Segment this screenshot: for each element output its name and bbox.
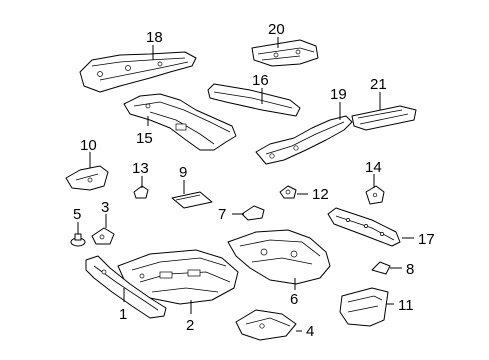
- part-7-bracket[interactable]: [241, 205, 265, 221]
- callout-12[interactable]: 12: [312, 186, 329, 203]
- part-5-bolt[interactable]: [70, 233, 86, 247]
- part-13-clip[interactable]: [133, 185, 149, 199]
- part-4-bracket[interactable]: [235, 309, 297, 341]
- callout-14[interactable]: 14: [365, 159, 382, 176]
- callout-3[interactable]: 3: [101, 199, 109, 216]
- part-9-pad[interactable]: [171, 191, 213, 209]
- callout-10[interactable]: 10: [80, 137, 97, 154]
- part-15-frame[interactable]: [123, 93, 237, 151]
- part-8-clip[interactable]: [371, 261, 391, 275]
- callout-15[interactable]: 15: [136, 130, 153, 147]
- part-17-crossmember[interactable]: [327, 207, 401, 247]
- callout-19[interactable]: 19: [330, 86, 347, 103]
- part-16-crossmember[interactable]: [207, 83, 301, 117]
- callout-20[interactable]: 20: [268, 21, 285, 38]
- callout-5[interactable]: 5: [73, 206, 81, 223]
- part-3-bracket[interactable]: [91, 227, 115, 245]
- part-1-side-member[interactable]: [85, 255, 167, 319]
- callout-2[interactable]: 2: [186, 317, 194, 334]
- callout-7[interactable]: 7: [218, 206, 226, 223]
- callout-13[interactable]: 13: [132, 160, 149, 177]
- callout-18[interactable]: 18: [146, 29, 163, 46]
- part-21-reinforcement[interactable]: [351, 105, 417, 131]
- part-6-rear-floor-pan[interactable]: [227, 229, 331, 285]
- callout-21[interactable]: 21: [370, 76, 387, 93]
- part-19-rail[interactable]: [255, 115, 353, 165]
- part-14-bracket[interactable]: [365, 185, 385, 205]
- part-2-floor-pan[interactable]: [117, 249, 239, 305]
- callout-6[interactable]: 6: [290, 291, 298, 308]
- callout-1[interactable]: 1: [119, 306, 127, 323]
- part-12-nut[interactable]: [279, 185, 297, 199]
- part-18-rail[interactable]: [79, 51, 197, 93]
- callout-17[interactable]: 17: [418, 231, 435, 248]
- part-11-panel[interactable]: [339, 287, 389, 327]
- callout-16[interactable]: 16: [252, 72, 269, 89]
- part-20-bracket[interactable]: [251, 39, 319, 67]
- callout-4[interactable]: 4: [306, 323, 314, 340]
- part-10-bracket[interactable]: [65, 165, 109, 191]
- callout-9[interactable]: 9: [179, 164, 187, 181]
- callout-8[interactable]: 8: [406, 261, 414, 278]
- callout-11[interactable]: 11: [398, 297, 414, 314]
